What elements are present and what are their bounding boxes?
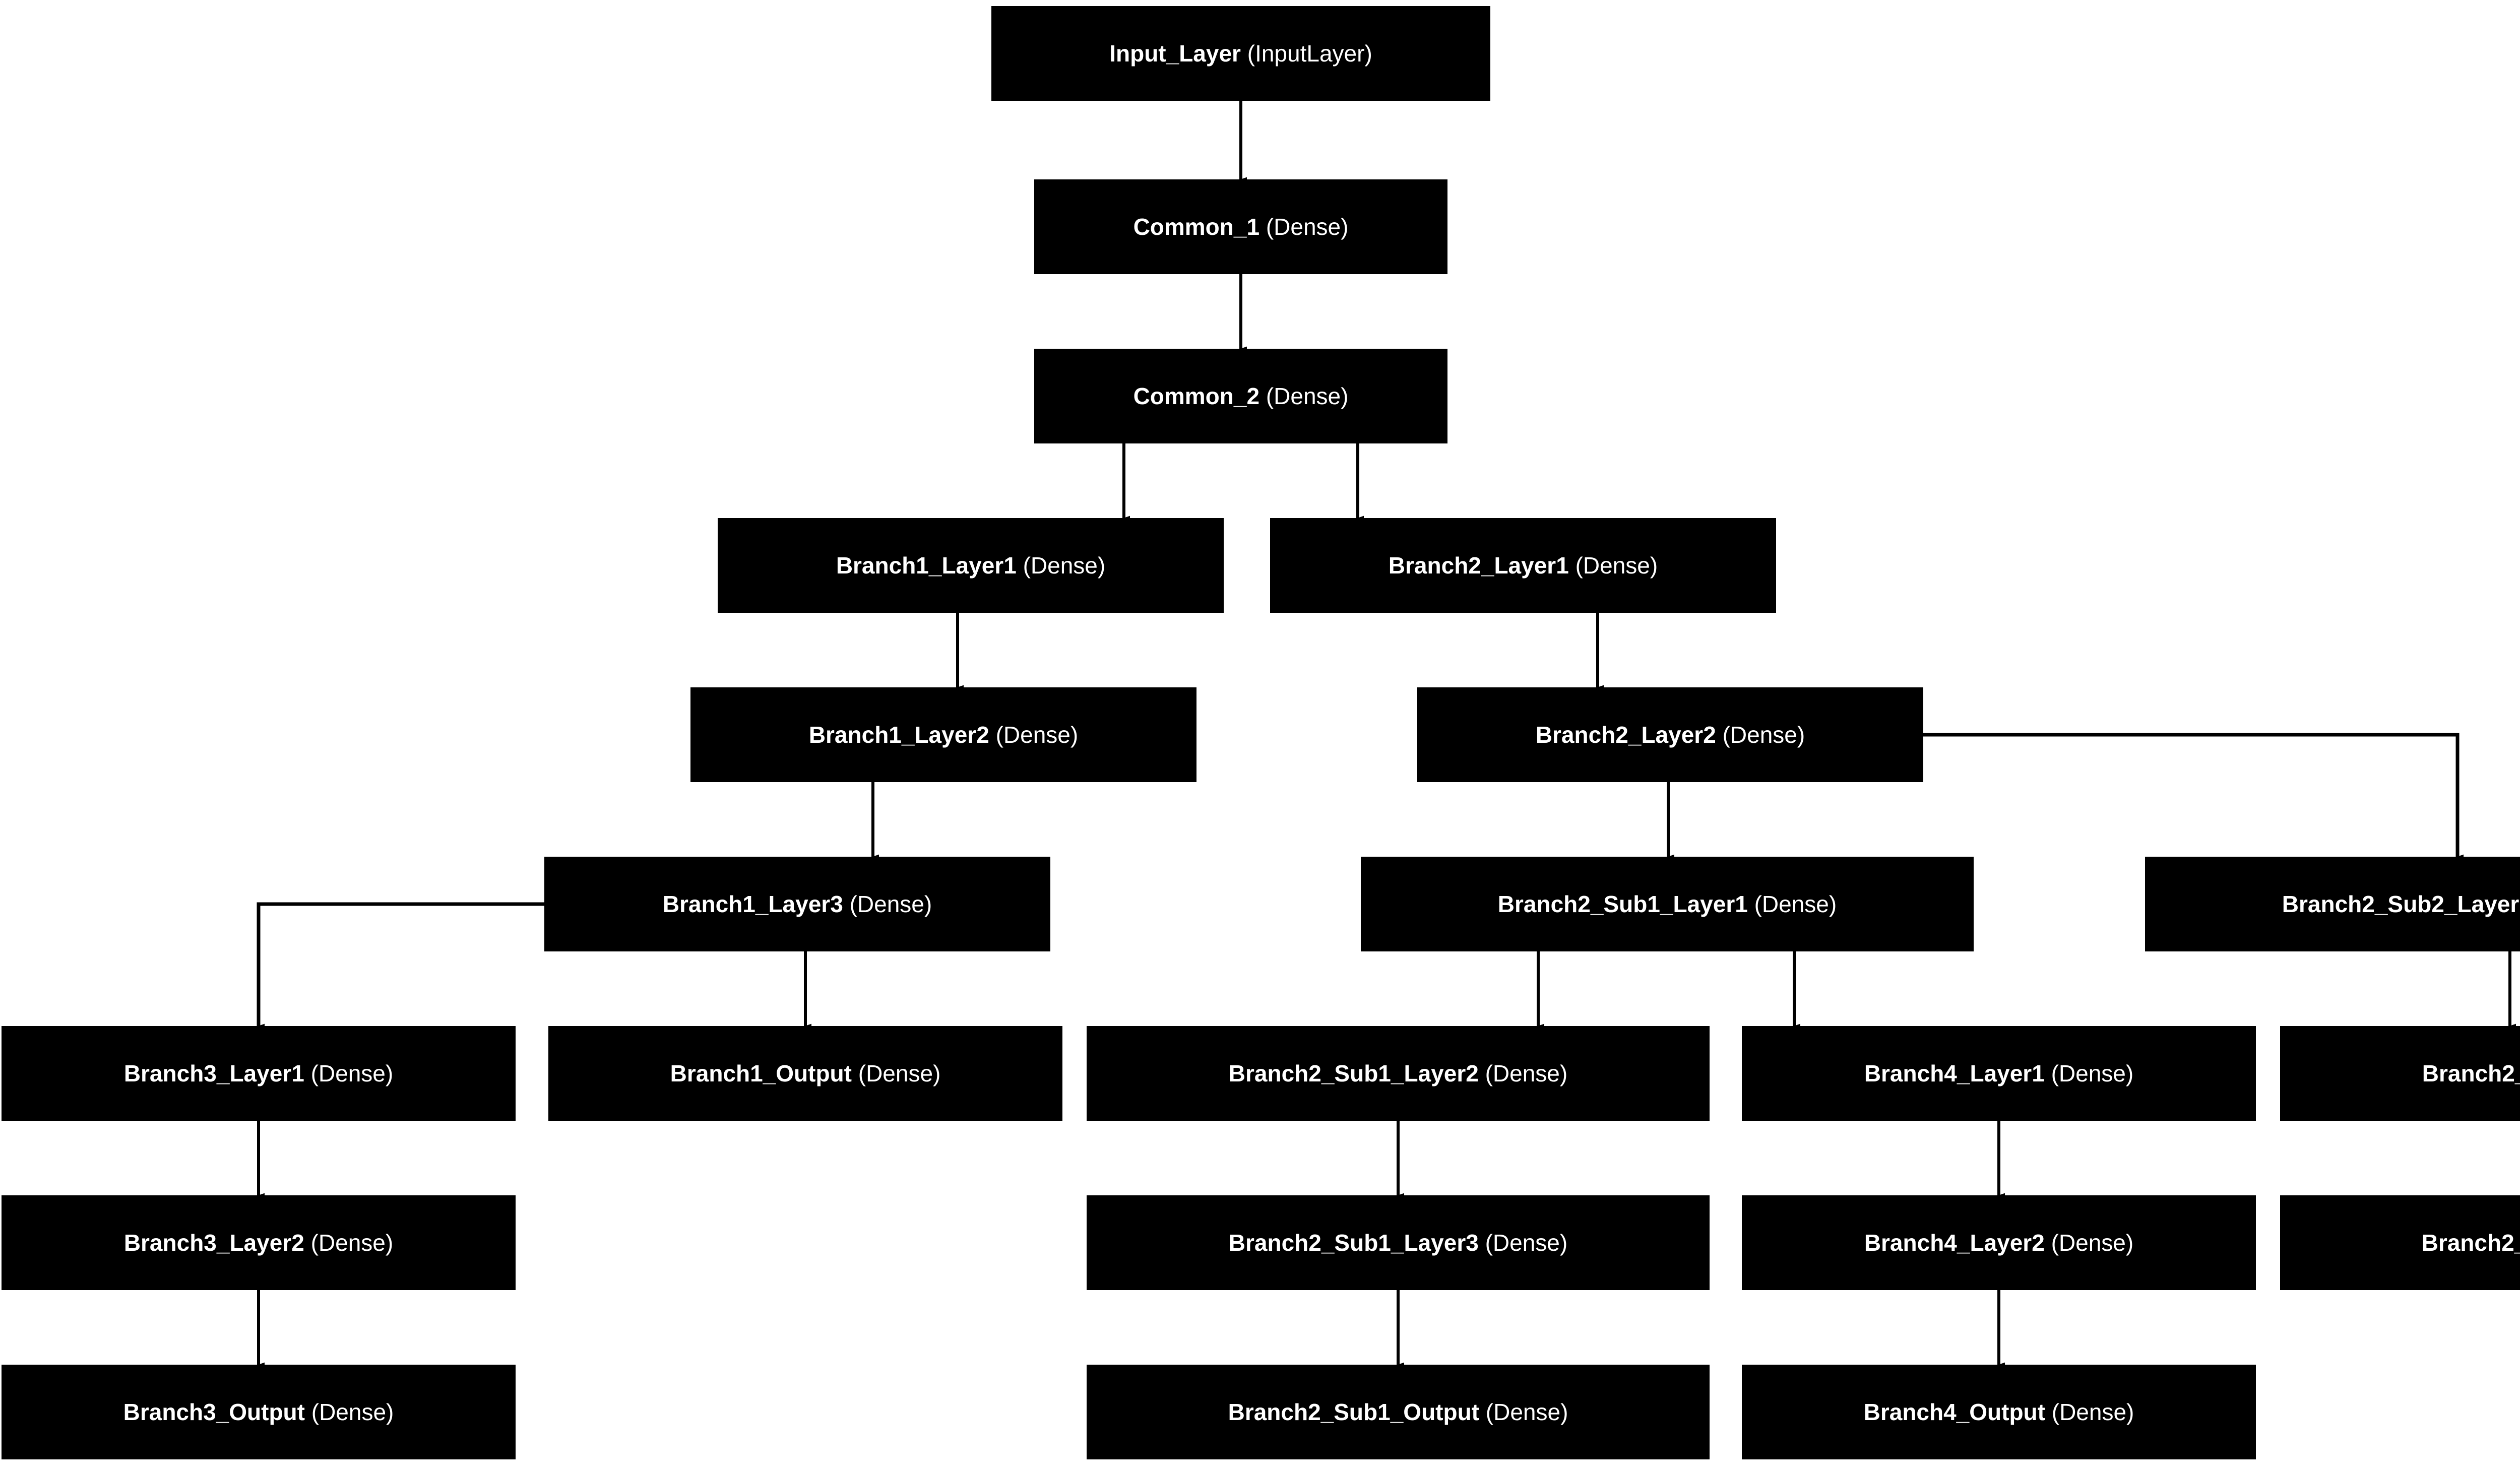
layer-node-branch2_sub2_layer1[interactable]: Branch2_Sub2_Layer1 (Dense)	[2145, 857, 2520, 951]
layer-name: Branch1_Layer1	[836, 552, 1017, 579]
layer-node-label: Branch4_Output (Dense)	[1864, 1400, 2134, 1424]
layer-name: Branch4_Output	[1863, 1399, 2045, 1425]
layer-type: (Dense)	[2051, 1230, 2134, 1256]
layer-node-branch2_sub1_layer1[interactable]: Branch2_Sub1_Layer1 (Dense)	[1361, 857, 1974, 951]
layer-type: (Dense)	[995, 722, 1079, 748]
layer-node-branch1_layer2[interactable]: Branch1_Layer2 (Dense)	[690, 687, 1196, 782]
layer-node-label: Branch2_Sub1_Layer1 (Dense)	[1498, 892, 1837, 916]
layer-node-label: Branch2_Sub1_Layer2 (Dense)	[1229, 1062, 1567, 1085]
layer-type: (Dense)	[1722, 722, 1805, 748]
layer-name: Branch2_Sub2_Output	[2421, 1230, 2520, 1256]
layer-type: (Dense)	[1485, 1399, 1568, 1425]
layer-node-label: Input_Layer (InputLayer)	[1109, 42, 1372, 65]
layer-node-label: Branch3_Layer2 (Dense)	[124, 1231, 393, 1254]
layer-type: (Dense)	[310, 1230, 394, 1256]
layer-node-label: Branch1_Layer1 (Dense)	[836, 554, 1105, 577]
layer-node-branch4_layer2[interactable]: Branch4_Layer2 (Dense)	[1742, 1195, 2256, 1290]
layer-type: (Dense)	[310, 1060, 394, 1086]
layer-type: (Dense)	[858, 1060, 941, 1086]
layer-name: Common_1	[1133, 214, 1260, 240]
layer-name: Branch2_Sub2_Layer2	[2422, 1060, 2520, 1086]
layer-node-branch4_output[interactable]: Branch4_Output (Dense)	[1742, 1365, 2256, 1459]
edge-branch1_layer3-to-branch3_layer1	[257, 902, 544, 1029]
layer-node-branch4_layer1[interactable]: Branch4_Layer1 (Dense)	[1742, 1026, 2256, 1121]
layer-node-label: Branch2_Sub1_Output (Dense)	[1228, 1400, 1568, 1424]
layer-type: (Dense)	[849, 891, 932, 917]
layer-name: Input_Layer	[1109, 40, 1241, 67]
layer-node-label: Branch2_Layer2 (Dense)	[1536, 723, 1805, 746]
layer-name: Branch2_Layer2	[1535, 722, 1716, 748]
layer-node-branch1_layer3[interactable]: Branch1_Layer3 (Dense)	[544, 857, 1050, 951]
layer-node-label: Common_1 (Dense)	[1133, 215, 1349, 238]
layer-name: Common_2	[1133, 383, 1260, 409]
layer-type: (Dense)	[1266, 214, 1349, 240]
layer-node-branch1_output[interactable]: Branch1_Output (Dense)	[548, 1026, 1062, 1121]
layer-name: Branch3_Layer2	[123, 1230, 304, 1256]
layer-node-label: Branch1_Layer3 (Dense)	[663, 892, 932, 916]
layer-node-label: Branch1_Output (Dense)	[670, 1062, 941, 1085]
layer-node-common_2[interactable]: Common_2 (Dense)	[1034, 349, 1447, 443]
layer-type: (Dense)	[1266, 383, 1349, 409]
layer-node-branch3_layer2[interactable]: Branch3_Layer2 (Dense)	[2, 1195, 516, 1290]
layer-node-common_1[interactable]: Common_1 (Dense)	[1034, 179, 1447, 274]
layer-name: Branch2_Sub2_Layer1	[2282, 891, 2520, 917]
layer-node-label: Branch2_Sub2_Output (Dense)	[2422, 1231, 2520, 1254]
layer-name: Branch1_Layer3	[662, 891, 843, 917]
layer-node-branch2_sub2_output[interactable]: Branch2_Sub2_Output (Dense)	[2280, 1195, 2520, 1290]
layer-node-branch2_sub1_layer2[interactable]: Branch2_Sub1_Layer2 (Dense)	[1087, 1026, 1710, 1121]
layer-node-branch2_sub1_layer3[interactable]: Branch2_Sub1_Layer3 (Dense)	[1087, 1195, 1710, 1290]
layer-node-label: Branch4_Layer2 (Dense)	[1864, 1231, 2133, 1254]
layer-type: (InputLayer)	[1247, 40, 1372, 67]
layer-type: (Dense)	[1023, 552, 1106, 579]
layer-node-branch2_layer2[interactable]: Branch2_Layer2 (Dense)	[1417, 687, 1923, 782]
layer-node-branch2_sub2_layer2[interactable]: Branch2_Sub2_Layer2 (Dense)	[2280, 1026, 2520, 1121]
layer-node-label: Common_2 (Dense)	[1133, 385, 1349, 408]
layer-node-branch3_layer1[interactable]: Branch3_Layer1 (Dense)	[2, 1026, 516, 1121]
layer-type: (Dense)	[1485, 1060, 1568, 1086]
layer-node-branch3_output[interactable]: Branch3_Output (Dense)	[2, 1365, 516, 1459]
layer-type: (Dense)	[2051, 1399, 2134, 1425]
layer-node-label: Branch1_Layer2 (Dense)	[809, 723, 1078, 746]
layer-node-branch2_layer1[interactable]: Branch2_Layer1 (Dense)	[1270, 518, 1776, 613]
layer-name: Branch2_Sub1_Layer1	[1497, 891, 1748, 917]
layer-node-branch1_layer1[interactable]: Branch1_Layer1 (Dense)	[718, 518, 1224, 613]
layer-name: Branch2_Sub1_Output	[1228, 1399, 1480, 1425]
layer-name: Branch2_Sub1_Layer3	[1228, 1230, 1479, 1256]
layer-node-label: Branch2_Sub1_Layer3 (Dense)	[1229, 1231, 1567, 1254]
layer-node-label: Branch2_Layer1 (Dense)	[1389, 554, 1658, 577]
layer-type: (Dense)	[1575, 552, 1658, 579]
layer-node-label: Branch4_Layer1 (Dense)	[1864, 1062, 2133, 1085]
layer-name: Branch2_Layer1	[1388, 552, 1569, 579]
layer-type: (Dense)	[311, 1399, 394, 1425]
layer-node-label: Branch2_Sub2_Layer2 (Dense)	[2422, 1062, 2520, 1085]
layer-type: (Dense)	[1754, 891, 1837, 917]
layer-name: Branch4_Layer1	[1864, 1060, 2045, 1086]
layer-node-label: Branch3_Output (Dense)	[123, 1400, 394, 1424]
layer-type: (Dense)	[1485, 1230, 1568, 1256]
layer-node-branch2_sub1_output[interactable]: Branch2_Sub1_Output (Dense)	[1087, 1365, 1710, 1459]
edge-branch2_layer2-to-branch2_sub2_layer1	[1923, 733, 2464, 859]
layer-node-label: Branch2_Sub2_Layer1 (Dense)	[2282, 892, 2520, 916]
layer-type: (Dense)	[2051, 1060, 2134, 1086]
layer-name: Branch1_Layer2	[808, 722, 989, 748]
layer-name: Branch1_Output	[670, 1060, 852, 1086]
layer-name: Branch2_Sub1_Layer2	[1228, 1060, 1479, 1086]
layer-node-label: Branch3_Layer1 (Dense)	[124, 1062, 393, 1085]
layer-name: Branch3_Output	[123, 1399, 305, 1425]
layer-node-input_layer[interactable]: Input_Layer (InputLayer)	[991, 6, 1490, 101]
layer-name: Branch4_Layer2	[1864, 1230, 2045, 1256]
layer-name: Branch3_Layer1	[123, 1060, 304, 1086]
